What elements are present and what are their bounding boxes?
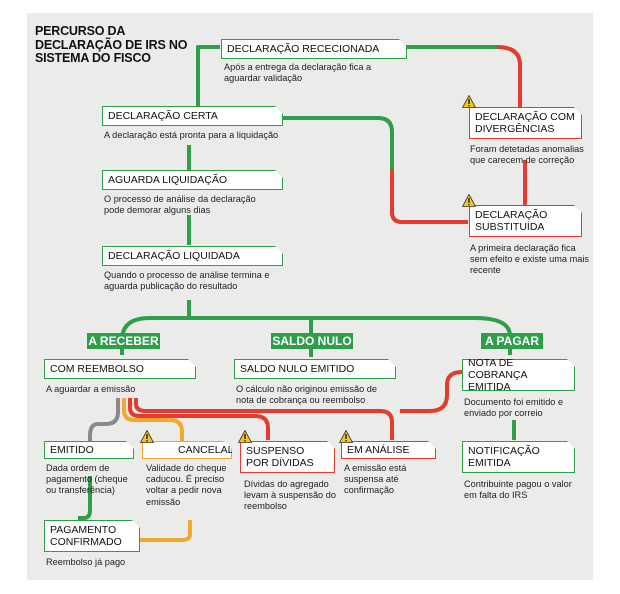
node-label: COM REEMBOLSO [50, 363, 144, 375]
node-label: AGUARDA LIQUIDAÇÃO [108, 174, 228, 186]
node-description: Reembolso já pago [46, 557, 126, 567]
node-description: Validade do cheque caducou. É preciso vo… [146, 463, 227, 507]
connector-certa-substituida [282, 116, 394, 170]
branch-header-saldo: SALDO NULO [271, 333, 353, 349]
branch-header-receber: A RECEBER [87, 333, 160, 349]
node-label: DECLARAÇÃO COM DIVERGÊNCIAS [475, 111, 575, 135]
connector-cancelado-pagamento [140, 520, 192, 542]
node-label: EMITIDO [50, 444, 94, 456]
diagram-title: PERCURSO DA DECLARAÇÃO DE IRS NO SISTEMA… [35, 24, 188, 65]
node-label: NOTIFICAÇÃO EMITIDA [468, 445, 540, 469]
node-nota: NOTA DE COBRANÇA EMITIDA [462, 359, 575, 391]
node-description: Quando o processo de análise termina e a… [104, 270, 270, 292]
node-label: NOTA DE COBRANÇA EMITIDA [468, 357, 527, 393]
node-label: DECLARAÇÃO CERTA [108, 110, 218, 122]
node-label: PAGAMENTO CONFIRMADO [50, 524, 122, 548]
node-label: DECLARAÇÃO LIQUIDADA [108, 250, 240, 262]
node-description: Foram detetadas anomalias que carecem de… [470, 144, 584, 166]
node-notificacao: NOTIFICAÇÃO EMITIDA [462, 441, 575, 473]
connector-reembolso-suspenso [128, 398, 270, 440]
node-pagamento: PAGAMENTO CONFIRMADO [44, 520, 140, 552]
node-label: DECLARAÇÃO RECECIONADA [227, 43, 380, 55]
node-description: A primeira declaração fica sem efeito e … [470, 243, 589, 276]
node-rececionada: DECLARAÇÃO RECECIONADA [221, 39, 407, 59]
node-label: SALDO NULO EMITIDO [240, 363, 355, 375]
node-analise: EM ANÁLISE [341, 441, 436, 459]
node-cancelado: CANCELADO [142, 441, 232, 459]
warning-icon [140, 430, 154, 443]
connector-analise-nota [400, 370, 463, 413]
warning-icon [238, 430, 252, 443]
node-certa: DECLARAÇÃO CERTA [102, 106, 283, 126]
node-saldo-emitido: SALDO NULO EMITIDO [234, 359, 396, 379]
warning-icon [462, 95, 476, 108]
node-description: A aguardar a emissão [46, 384, 136, 394]
branch-header-pagar: A PAGAR [481, 333, 543, 349]
node-emitido: EMITIDO [44, 441, 134, 459]
node-liquidada: DECLARAÇÃO LIQUIDADA [102, 246, 283, 266]
node-description: Dada ordem de pagamento (cheque ou trans… [46, 463, 128, 496]
warning-icon [339, 430, 353, 443]
node-description: A declaração está pronta para a liquidaç… [104, 130, 279, 140]
node-description: Dívidas do agregado levam à suspensão do… [244, 479, 336, 512]
node-label: SUSPENSO POR DÍVIDAS [246, 445, 314, 469]
warning-icon [462, 194, 476, 207]
connector-emitido-pagamento [78, 476, 92, 520]
connector-reembolso-analise [134, 398, 394, 440]
node-suspenso: SUSPENSO POR DÍVIDAS [240, 441, 335, 473]
node-description: O cálculo não originou emissão de nota d… [236, 384, 377, 406]
node-substituida: DECLARAÇÃO SUBSTITUÍDA [469, 205, 582, 237]
node-description: Contribuinte pagou o valor em falta do I… [464, 479, 572, 501]
node-label: DECLARAÇÃO SUBSTITUÍDA [475, 209, 548, 233]
connector-reembolso-emitido [88, 398, 120, 442]
node-description: A emissão está suspensa até confirmação [344, 463, 407, 496]
node-divergencias: DECLARAÇÃO COM DIVERGÊNCIAS [469, 107, 582, 139]
node-label: CANCELADO [178, 444, 244, 456]
connector-rececionada-certa [196, 45, 220, 108]
node-aguarda: AGUARDA LIQUIDAÇÃO [102, 170, 283, 190]
node-label: EM ANÁLISE [347, 444, 410, 456]
connector-reembolso-cancelado [122, 398, 184, 442]
node-description: Após a entrega da declaração fica a agua… [224, 62, 372, 84]
node-description: O processo de análise da declaração pode… [104, 194, 256, 216]
node-description: Documento foi emitido e enviado por corr… [464, 397, 564, 419]
node-reembolso: COM REEMBOLSO [44, 359, 196, 379]
